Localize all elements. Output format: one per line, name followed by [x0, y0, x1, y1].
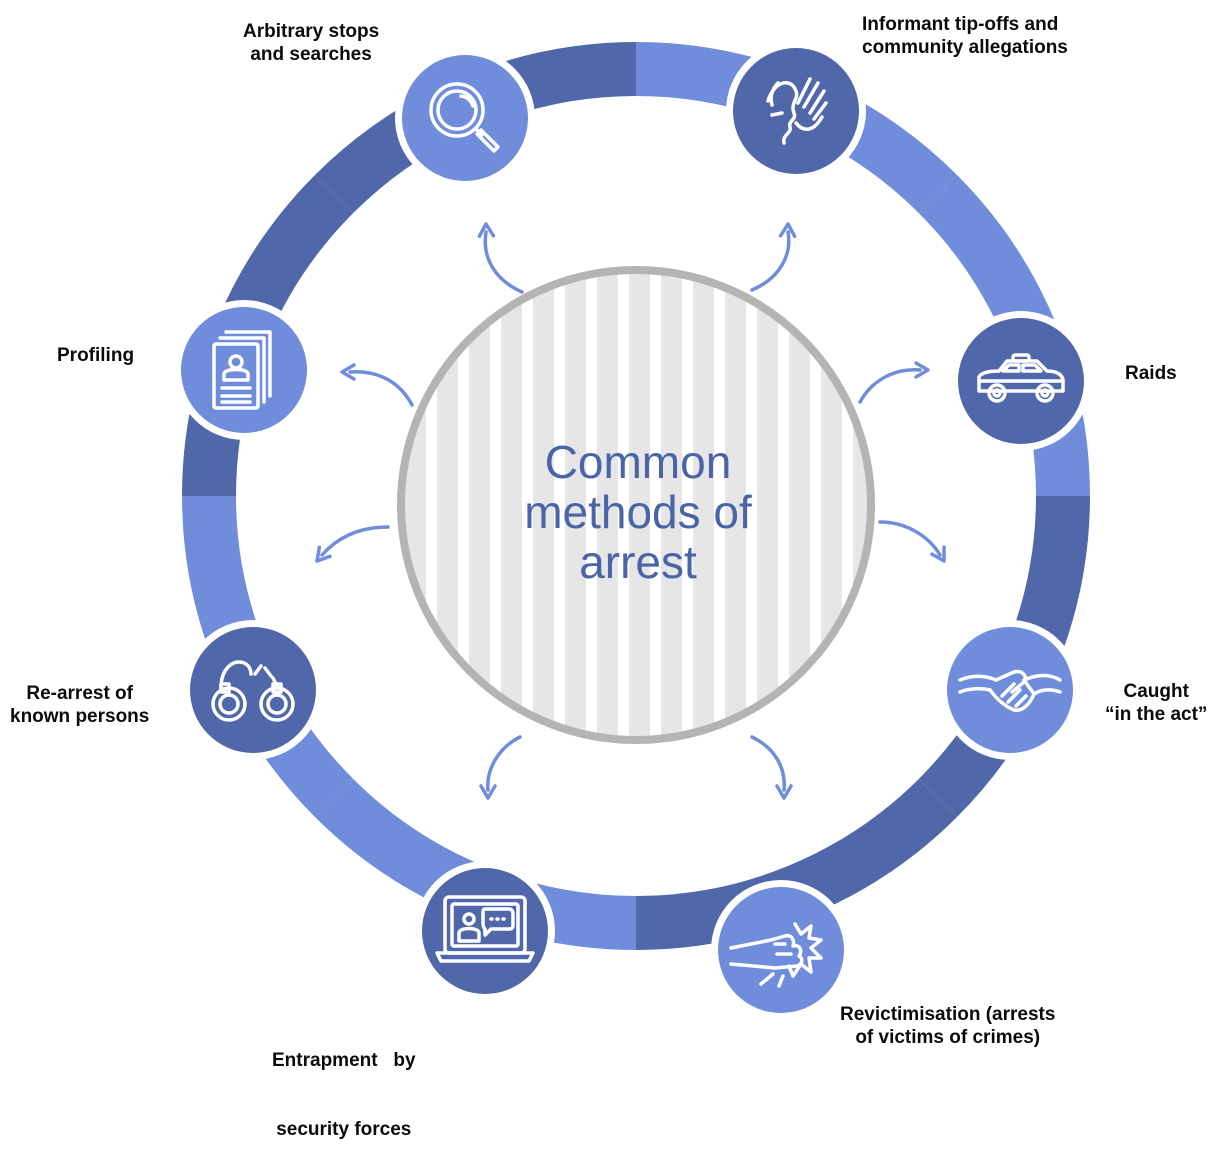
center-stripe: [693, 270, 714, 740]
node-profiling: [174, 300, 314, 440]
node-disc: [733, 48, 859, 174]
handshake-icon: [958, 669, 1062, 713]
label-profiling: Profiling: [57, 344, 134, 367]
magnifier-icon: [429, 82, 500, 153]
node-caught-in-act: [940, 620, 1080, 760]
label-line: Arbitrary stops: [243, 21, 380, 42]
arrow-head: [930, 545, 946, 563]
arrow-path: [858, 368, 922, 404]
label-line: community allegations: [862, 37, 1068, 58]
label-raids: Raids: [1125, 362, 1177, 385]
arrow-path: [878, 520, 942, 557]
label-line: Caught: [1123, 681, 1189, 702]
label-arbitrary-stops: Arbitrary stops and searches: [243, 20, 379, 66]
arrow-group: [315, 222, 946, 800]
center-stripe: [725, 270, 746, 740]
fist-impact-icon: [729, 922, 823, 988]
center-stripe: [533, 270, 554, 740]
center-stripe: [565, 270, 586, 740]
label-line: security forces: [276, 1119, 412, 1140]
label-line: Revictimisation (arrests: [840, 1004, 1056, 1025]
label-informant-tip-offs: Informant tip-offs and community allegat…: [862, 13, 1068, 59]
node-revictimisation: [711, 880, 851, 1020]
center-stripe: [821, 270, 842, 740]
node-disc: [190, 627, 316, 753]
label-caught-in-act: Caught “in the act”: [1105, 680, 1207, 726]
center-stripe: [757, 270, 778, 740]
node-raids: [951, 311, 1091, 451]
label-line: and searches: [250, 44, 372, 65]
arrow-path: [483, 230, 524, 294]
label-line: known persons: [10, 706, 150, 727]
arrow-path: [348, 370, 414, 407]
label-line: “in the act”: [1105, 704, 1208, 725]
arrow-path: [320, 525, 390, 557]
node-entrapment: [415, 861, 555, 1001]
center-stripe: [629, 270, 650, 740]
arrow-path: [486, 735, 522, 792]
center-stripe: [469, 270, 490, 740]
arrow-head: [778, 222, 797, 238]
arrow-head: [315, 545, 332, 563]
node-disc: [402, 55, 528, 181]
center-title-line: Common: [544, 436, 732, 488]
center-stripe: [437, 270, 458, 740]
laptop-chat-icon: [435, 895, 535, 963]
center-border: [397, 266, 875, 744]
label-line: of victims of crimes): [855, 1027, 1041, 1048]
node-informant-tip-offs: [726, 41, 866, 181]
node-group: [174, 41, 1091, 1020]
node-arbitrary-stops: [395, 48, 535, 188]
arrow-head: [479, 784, 497, 800]
handcuffs-icon: [211, 660, 295, 722]
label-re-arrest: Re-arrest of known persons: [10, 682, 149, 728]
center-stripe: [405, 270, 426, 740]
arrow-head: [477, 222, 496, 238]
label-line: Re-arrest of: [26, 683, 133, 704]
center-stripe: [789, 270, 810, 740]
node-disc: [718, 887, 844, 1013]
label-line: Raids: [1125, 363, 1177, 384]
police-car-icon: [977, 353, 1065, 403]
label-line: Profiling: [57, 345, 135, 366]
label-line: Entrapment by: [272, 1050, 416, 1071]
profile-documents-icon: [212, 330, 272, 410]
node-re-arrest: [183, 620, 323, 760]
center-title: Common methods of arrest: [488, 437, 788, 587]
diagram-canvas: [174, 41, 1091, 1020]
arrow-path: [750, 230, 791, 292]
center-stripe: [501, 270, 522, 740]
arrow-head: [914, 361, 930, 379]
label-revictimisation: Revictimisation (arrests of victims of c…: [840, 1003, 1055, 1049]
center-title-line: methods of: [524, 486, 752, 538]
arrow-head: [340, 363, 356, 381]
center-title-line: arrest: [579, 536, 697, 588]
label-entrapment: Entrapment by security forces: [272, 1003, 416, 1164]
whisper-icon: [766, 77, 828, 145]
label-line: Informant tip-offs and: [862, 14, 1059, 35]
arrow-path: [750, 735, 786, 792]
center-stripe: [597, 270, 618, 740]
arrow-head: [775, 784, 793, 800]
center-stripe: [661, 270, 682, 740]
